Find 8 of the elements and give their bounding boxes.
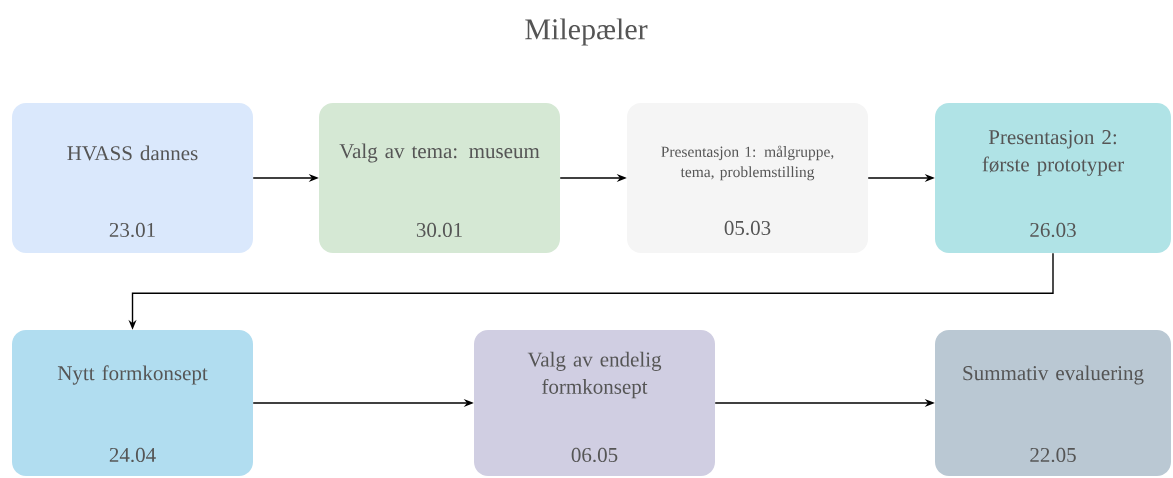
milestone-box: Valg av endelig formkonsept 06.05 [474,330,715,476]
milestone-box: Presentasjon 2: første prototyper 26.03 [935,103,1171,253]
milestone-box: Valg av tema: museum 30.01 [319,103,560,253]
title: Milepæler [525,18,648,46]
milestone-box: Presentasjon 1: målgruppe, tema, problemstilling 05.03 [627,103,868,253]
milestone-box: HVASS dannes 23.01 [12,103,253,253]
milestone-box: Nytt formkonsept 24.04 [12,330,253,476]
milestone-box: Summativ evaluering 22.05 [935,330,1171,476]
